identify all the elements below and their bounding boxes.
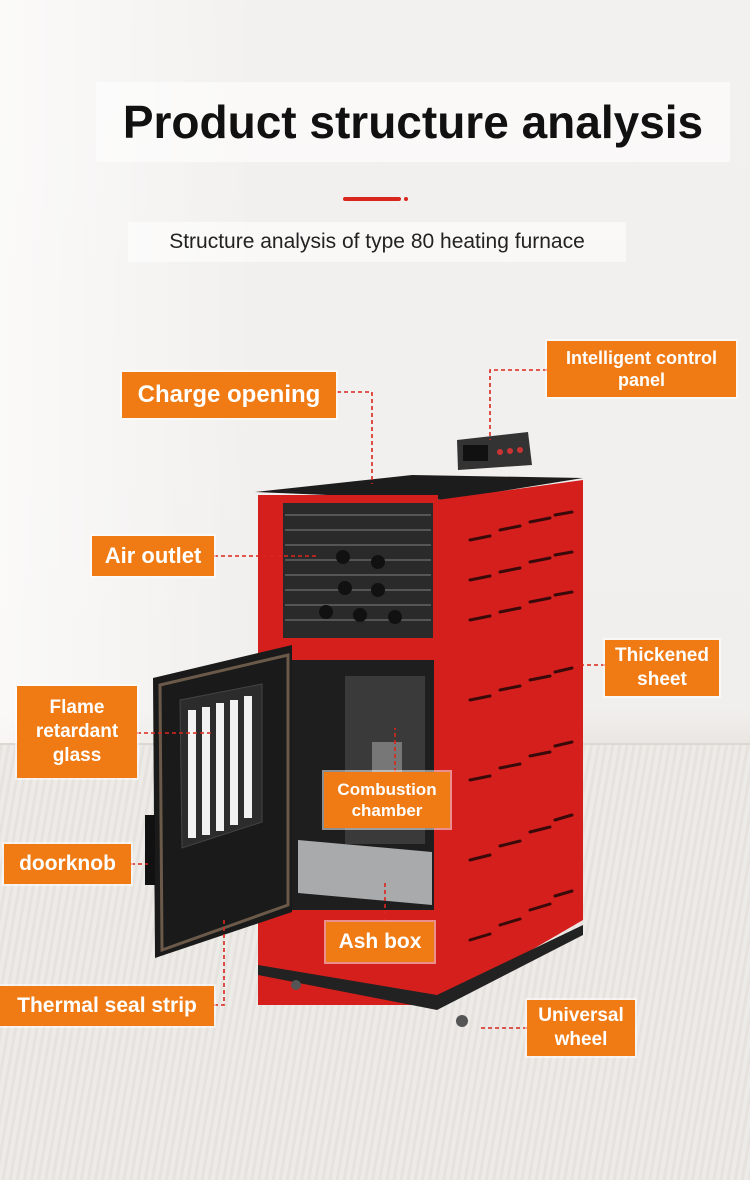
stove-side-panel xyxy=(437,480,583,1005)
label-air-outlet: Air outlet xyxy=(92,536,214,576)
stove-top-plate xyxy=(255,475,583,500)
side-vent-slots xyxy=(468,510,574,942)
ash-box-drawer xyxy=(298,840,432,905)
label-thickened-sheet: Thickened sheet xyxy=(605,640,719,696)
label-charge-opening: Charge opening xyxy=(122,372,336,418)
wheel-icon xyxy=(291,980,301,990)
label-thermal-seal-strip: Thermal seal strip xyxy=(0,986,214,1026)
door-glass-bars xyxy=(188,696,252,838)
control-panel-button xyxy=(507,448,513,454)
control-panel-button xyxy=(517,447,523,453)
control-panel-button xyxy=(497,449,503,455)
wheel-icon xyxy=(456,1015,468,1027)
label-doorknob: doorknob xyxy=(4,844,131,884)
title-accent-bar xyxy=(343,197,401,201)
label-combustion-chamber: Combustion chamber xyxy=(324,772,450,828)
label-control-panel: Intelligent control panel xyxy=(547,341,736,397)
control-panel-display xyxy=(463,445,488,461)
label-ash-box: Ash box xyxy=(326,922,434,962)
doorknob-handle xyxy=(145,815,155,885)
stove-base xyxy=(258,925,583,1010)
label-flame-glass: Flame retardant glass xyxy=(17,686,137,778)
door-seal-strip xyxy=(158,653,290,953)
grille-holes xyxy=(319,550,402,624)
label-universal-wheel: Universal wheel xyxy=(527,1000,635,1056)
leader-lines xyxy=(131,369,605,1029)
title-accent-dot xyxy=(404,197,408,201)
page-title: Product structure analysis xyxy=(96,82,730,162)
page-subtitle: Structure analysis of type 80 heating fu… xyxy=(128,222,626,262)
